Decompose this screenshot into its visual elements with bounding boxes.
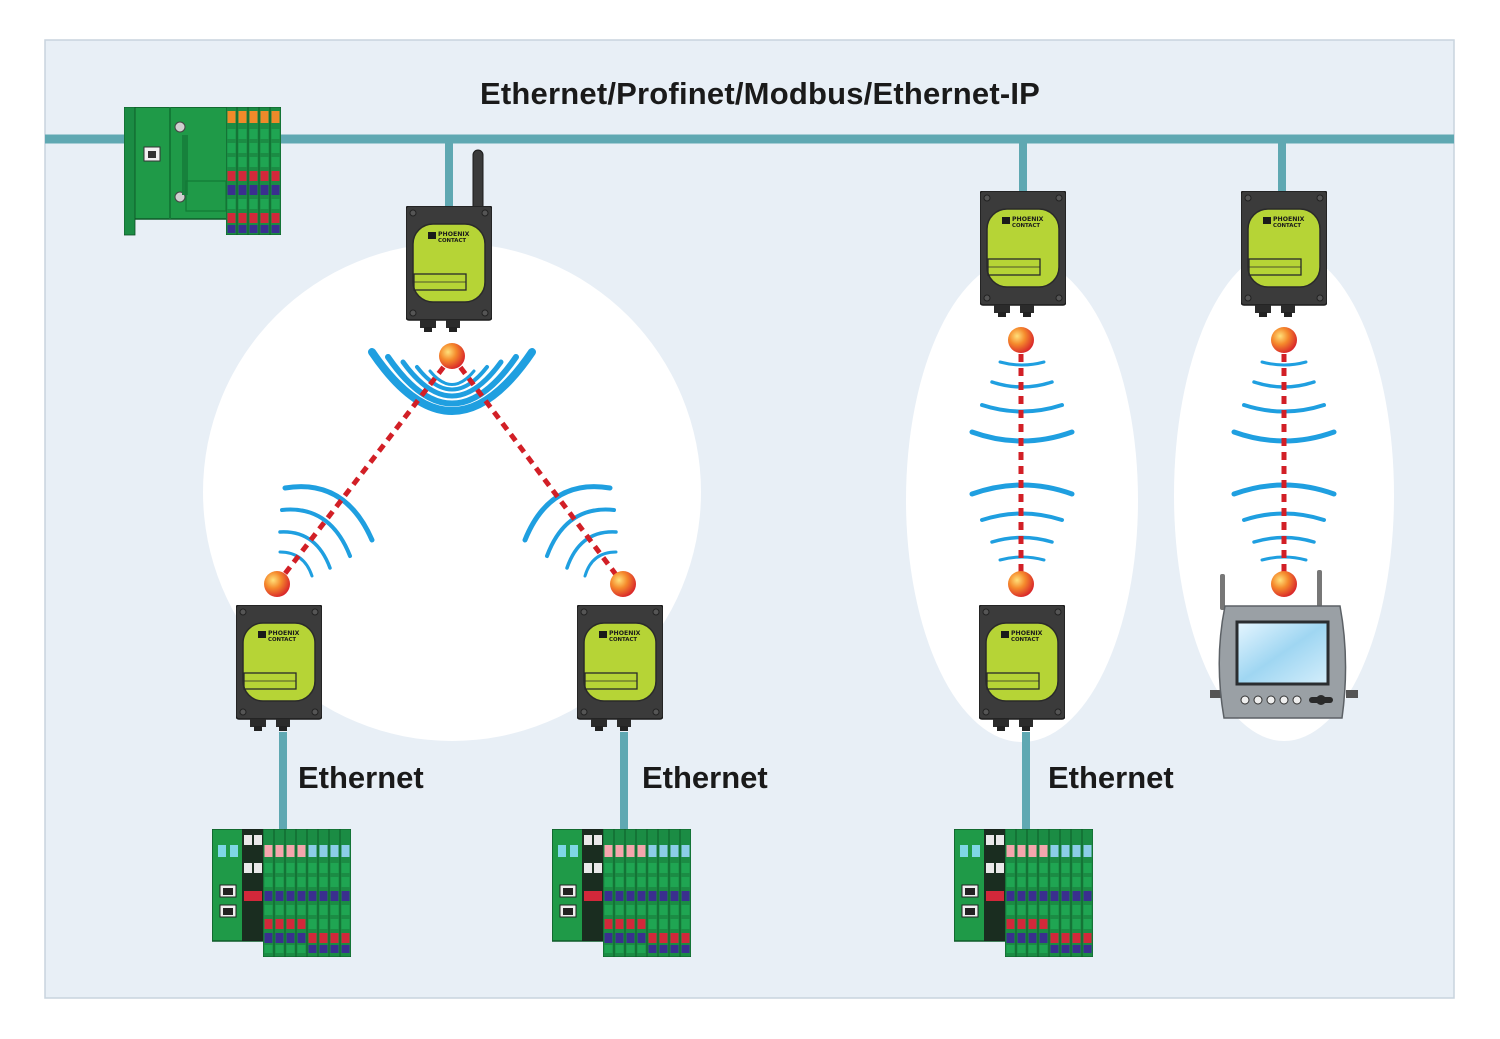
wireless-module-icon xyxy=(1241,191,1327,317)
bus-protocol-label: Ethernet/Profinet/Modbus/Ethernet-IP xyxy=(480,76,1041,111)
io-terminal-block-icon xyxy=(212,829,351,957)
radio-link-lines xyxy=(275,340,1287,586)
hmi-panel-icon xyxy=(1210,570,1358,719)
wireless-module-icon xyxy=(406,206,492,332)
ethernet-label-3: Ethernet xyxy=(1048,760,1174,795)
radio-node-balls xyxy=(264,327,1297,597)
wireless-module-icon xyxy=(236,605,322,731)
signal-wave-icon xyxy=(368,348,536,415)
wireless-module-icon xyxy=(980,191,1066,317)
ethernet-label-1: Ethernet xyxy=(298,760,424,795)
io-terminal-block-icon xyxy=(552,829,691,957)
plc-controller-icon xyxy=(124,107,281,236)
coverage-zone-access-point xyxy=(203,243,701,741)
wireless-module-icon xyxy=(577,605,663,731)
antenna-icon xyxy=(472,149,484,213)
wireless-module-icon xyxy=(979,605,1065,731)
ethernet-label-2: Ethernet xyxy=(642,760,768,795)
io-terminal-block-icon xyxy=(954,829,1093,957)
